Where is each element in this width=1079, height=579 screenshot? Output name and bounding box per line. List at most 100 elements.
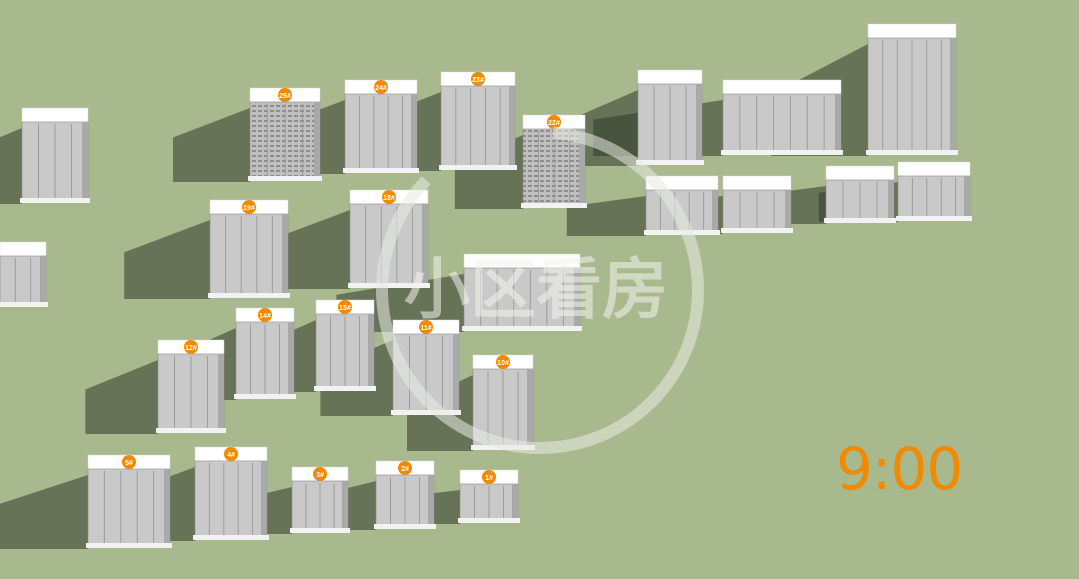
building-base: [156, 428, 226, 433]
building-body: [344, 93, 418, 171]
building-side: [512, 484, 518, 520]
building-side: [835, 94, 841, 152]
building-u3[interactable]: [636, 69, 704, 165]
building-body: [463, 267, 581, 329]
building-marker-icon: [224, 447, 238, 461]
building-b11[interactable]: 11#: [391, 319, 461, 415]
building-side: [368, 314, 374, 388]
building-b1[interactable]: 1#: [458, 469, 520, 523]
building-base: [314, 386, 376, 391]
building-base: [458, 518, 520, 523]
building-side: [288, 322, 294, 396]
building-base: [86, 543, 172, 548]
building-number-label: 3#: [316, 472, 324, 479]
building-marker-icon: [482, 470, 496, 484]
building-b12[interactable]: 12#: [156, 339, 226, 433]
building-side: [888, 180, 894, 220]
building-u1[interactable]: [20, 107, 90, 203]
building-u2[interactable]: [0, 241, 48, 307]
building-base: [20, 198, 90, 203]
building-marker-icon: [258, 308, 272, 322]
building-side: [712, 190, 718, 232]
building-base: [521, 203, 587, 208]
building-u9[interactable]: [896, 161, 972, 221]
building-u4[interactable]: [721, 79, 843, 155]
building-b4[interactable]: 4#: [193, 446, 269, 540]
building-marker-icon: [338, 300, 352, 314]
building-roof: [722, 175, 792, 191]
building-base: [248, 176, 322, 181]
building-side: [527, 369, 533, 447]
building-marker-icon: [496, 355, 510, 369]
building-side: [218, 354, 224, 430]
building-side: [509, 86, 515, 167]
building-base: [462, 326, 582, 331]
building-b2[interactable]: 2#: [374, 460, 436, 529]
building-b5[interactable]: 5#: [86, 454, 172, 548]
building-shadow: [0, 128, 22, 204]
building-base: [439, 165, 517, 170]
watermark-text: 小区看房: [404, 251, 668, 328]
building-b24[interactable]: 24#: [343, 79, 419, 173]
building-roof: [825, 165, 895, 181]
building-side: [696, 84, 702, 162]
building-b22[interactable]: 22#: [521, 114, 587, 208]
building-number-label: 5#: [125, 460, 133, 467]
building-side: [453, 334, 459, 412]
building-base: [636, 160, 704, 165]
building-marker-icon: [419, 320, 433, 334]
building-base: [824, 218, 896, 223]
building-marker-icon: [547, 115, 561, 129]
building-marker-icon: [122, 455, 136, 469]
building-side: [314, 102, 320, 178]
building-marker-icon: [242, 200, 256, 214]
building-side: [950, 38, 956, 152]
time-of-day-label: 9:00: [836, 435, 963, 503]
building-marker-icon: [374, 80, 388, 94]
building-base: [348, 283, 430, 288]
building-side: [428, 475, 434, 526]
building-shadow: [85, 360, 158, 434]
watermark: 小区看房: [376, 125, 704, 454]
building-number-label: 2#: [401, 466, 409, 473]
building-number-label: 15#: [339, 305, 351, 312]
building-marker-icon: [184, 340, 198, 354]
building-base: [0, 302, 48, 307]
building-b14[interactable]: 14#: [234, 307, 296, 399]
building-body: [194, 460, 268, 538]
building-group: 25#24#23#22#19#18#14#15#12#11#10#5#4#3#2…: [0, 23, 972, 548]
building-u5[interactable]: [866, 23, 958, 155]
building-shadow: [173, 108, 250, 182]
building-roof: [897, 161, 971, 177]
building-body: [722, 93, 842, 153]
building-number-label: 4#: [227, 452, 235, 459]
building-roof: [637, 69, 703, 85]
building-number-label: 24#: [375, 85, 387, 92]
building-side: [422, 204, 428, 285]
building-b15[interactable]: 15#: [314, 299, 376, 391]
building-u8[interactable]: [824, 165, 896, 223]
building-u10[interactable]: [462, 253, 582, 331]
building-number-label: 25#: [279, 93, 291, 100]
building-side: [342, 481, 348, 530]
building-base: [290, 528, 350, 533]
building-side: [40, 256, 46, 304]
building-side: [964, 176, 970, 218]
building-number-label: 10#: [497, 360, 509, 367]
building-side: [261, 461, 267, 537]
building-side: [164, 469, 170, 545]
building-roof: [0, 241, 47, 257]
building-roof: [867, 23, 957, 39]
building-number-label: 12#: [185, 345, 197, 352]
building-marker-icon: [278, 88, 292, 102]
building-side: [579, 129, 585, 205]
building-b23[interactable]: 23#: [439, 71, 517, 170]
building-base: [721, 228, 793, 233]
building-base: [721, 150, 843, 155]
building-b3[interactable]: 3#: [290, 466, 350, 533]
building-u7[interactable]: [721, 175, 793, 233]
building-body: [0, 255, 47, 305]
building-b25[interactable]: 25#: [248, 87, 322, 181]
building-b19[interactable]: 19#: [208, 199, 290, 298]
